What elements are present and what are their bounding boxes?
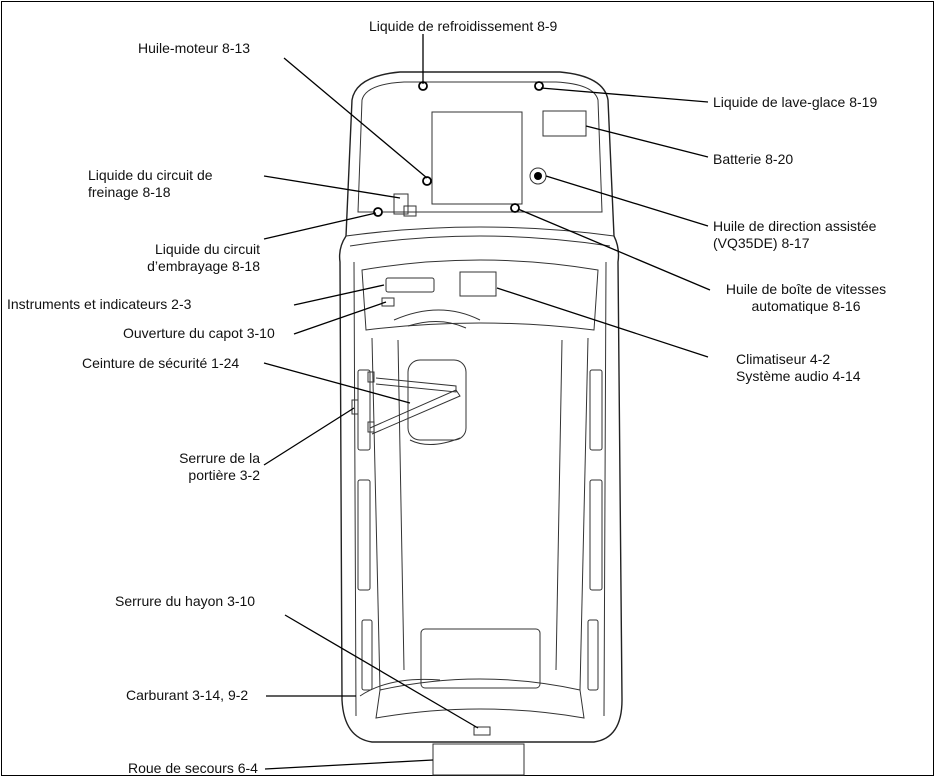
label-climate: Climatiseur 4-2 — [736, 351, 831, 367]
label-clutch-fluid-line-1: Liquide du circuit — [154, 241, 260, 257]
label-instruments: Instruments et indicateurs 2-3 — [7, 296, 192, 312]
label-washer-fluid: Liquide de lave-glace 8-19 — [713, 94, 878, 110]
label-door-lock-line-2: portière 3-2 — [188, 467, 260, 483]
label-brake-fluid: Liquide du circuit de freinage 8-18 — [88, 167, 213, 201]
interior — [351, 271, 497, 445]
car-body — [338, 71, 623, 743]
label-power-steering-line-2: (VQ35DE) 8-17 — [713, 235, 810, 251]
label-auto-transmission-line-2: automatique 8-16 — [751, 298, 861, 314]
label-door-lock-line-1: Serrure de la — [179, 450, 260, 466]
label-spare-tire: Roue de secours 6-4 — [128, 760, 258, 776]
label-hood-release: Ouverture du capot 3-10 — [123, 325, 275, 341]
leader-lines — [263, 34, 711, 770]
label-climate-audio: Climatiseur 4-2 Système audio 4-14 — [736, 351, 861, 385]
label-battery: Batterie 8-20 — [713, 151, 794, 167]
label-engine-oil: Huile-moteur 8-13 — [138, 40, 251, 56]
label-seatbelt: Ceinture de sécurité 1-24 — [82, 355, 240, 371]
label-brake-fluid-line-1: Liquide du circuit de — [88, 167, 213, 183]
label-audio: Système audio 4-14 — [736, 368, 861, 384]
label-coolant: Liquide de refroidissement 8-9 — [369, 18, 558, 34]
label-clutch-fluid-line-2: d’embrayage 8-18 — [147, 258, 260, 274]
callout-points — [373, 81, 544, 217]
label-tailgate-lock: Serrure du hayon 3-10 — [115, 593, 256, 609]
label-auto-transmission-line-1: Huile de boîte de vitesses — [725, 281, 887, 297]
label-fuel: Carburant 3-14, 9-2 — [126, 687, 249, 703]
label-auto-transmission: Huile de boîte de vitesses automatique 8… — [706, 281, 906, 315]
label-door-lock: Serrure de la portière 3-2 — [120, 450, 260, 484]
label-brake-fluid-line-2: freinage 8-18 — [88, 184, 171, 200]
label-power-steering-line-1: Huile de direction assistée — [713, 218, 877, 234]
engine-bay — [393, 110, 587, 217]
label-clutch-fluid: Liquide du circuit d’embrayage 8-18 — [100, 241, 260, 275]
label-power-steering: Huile de direction assistée (VQ35DE) 8-1… — [713, 218, 876, 252]
cargo-area — [359, 628, 541, 776]
